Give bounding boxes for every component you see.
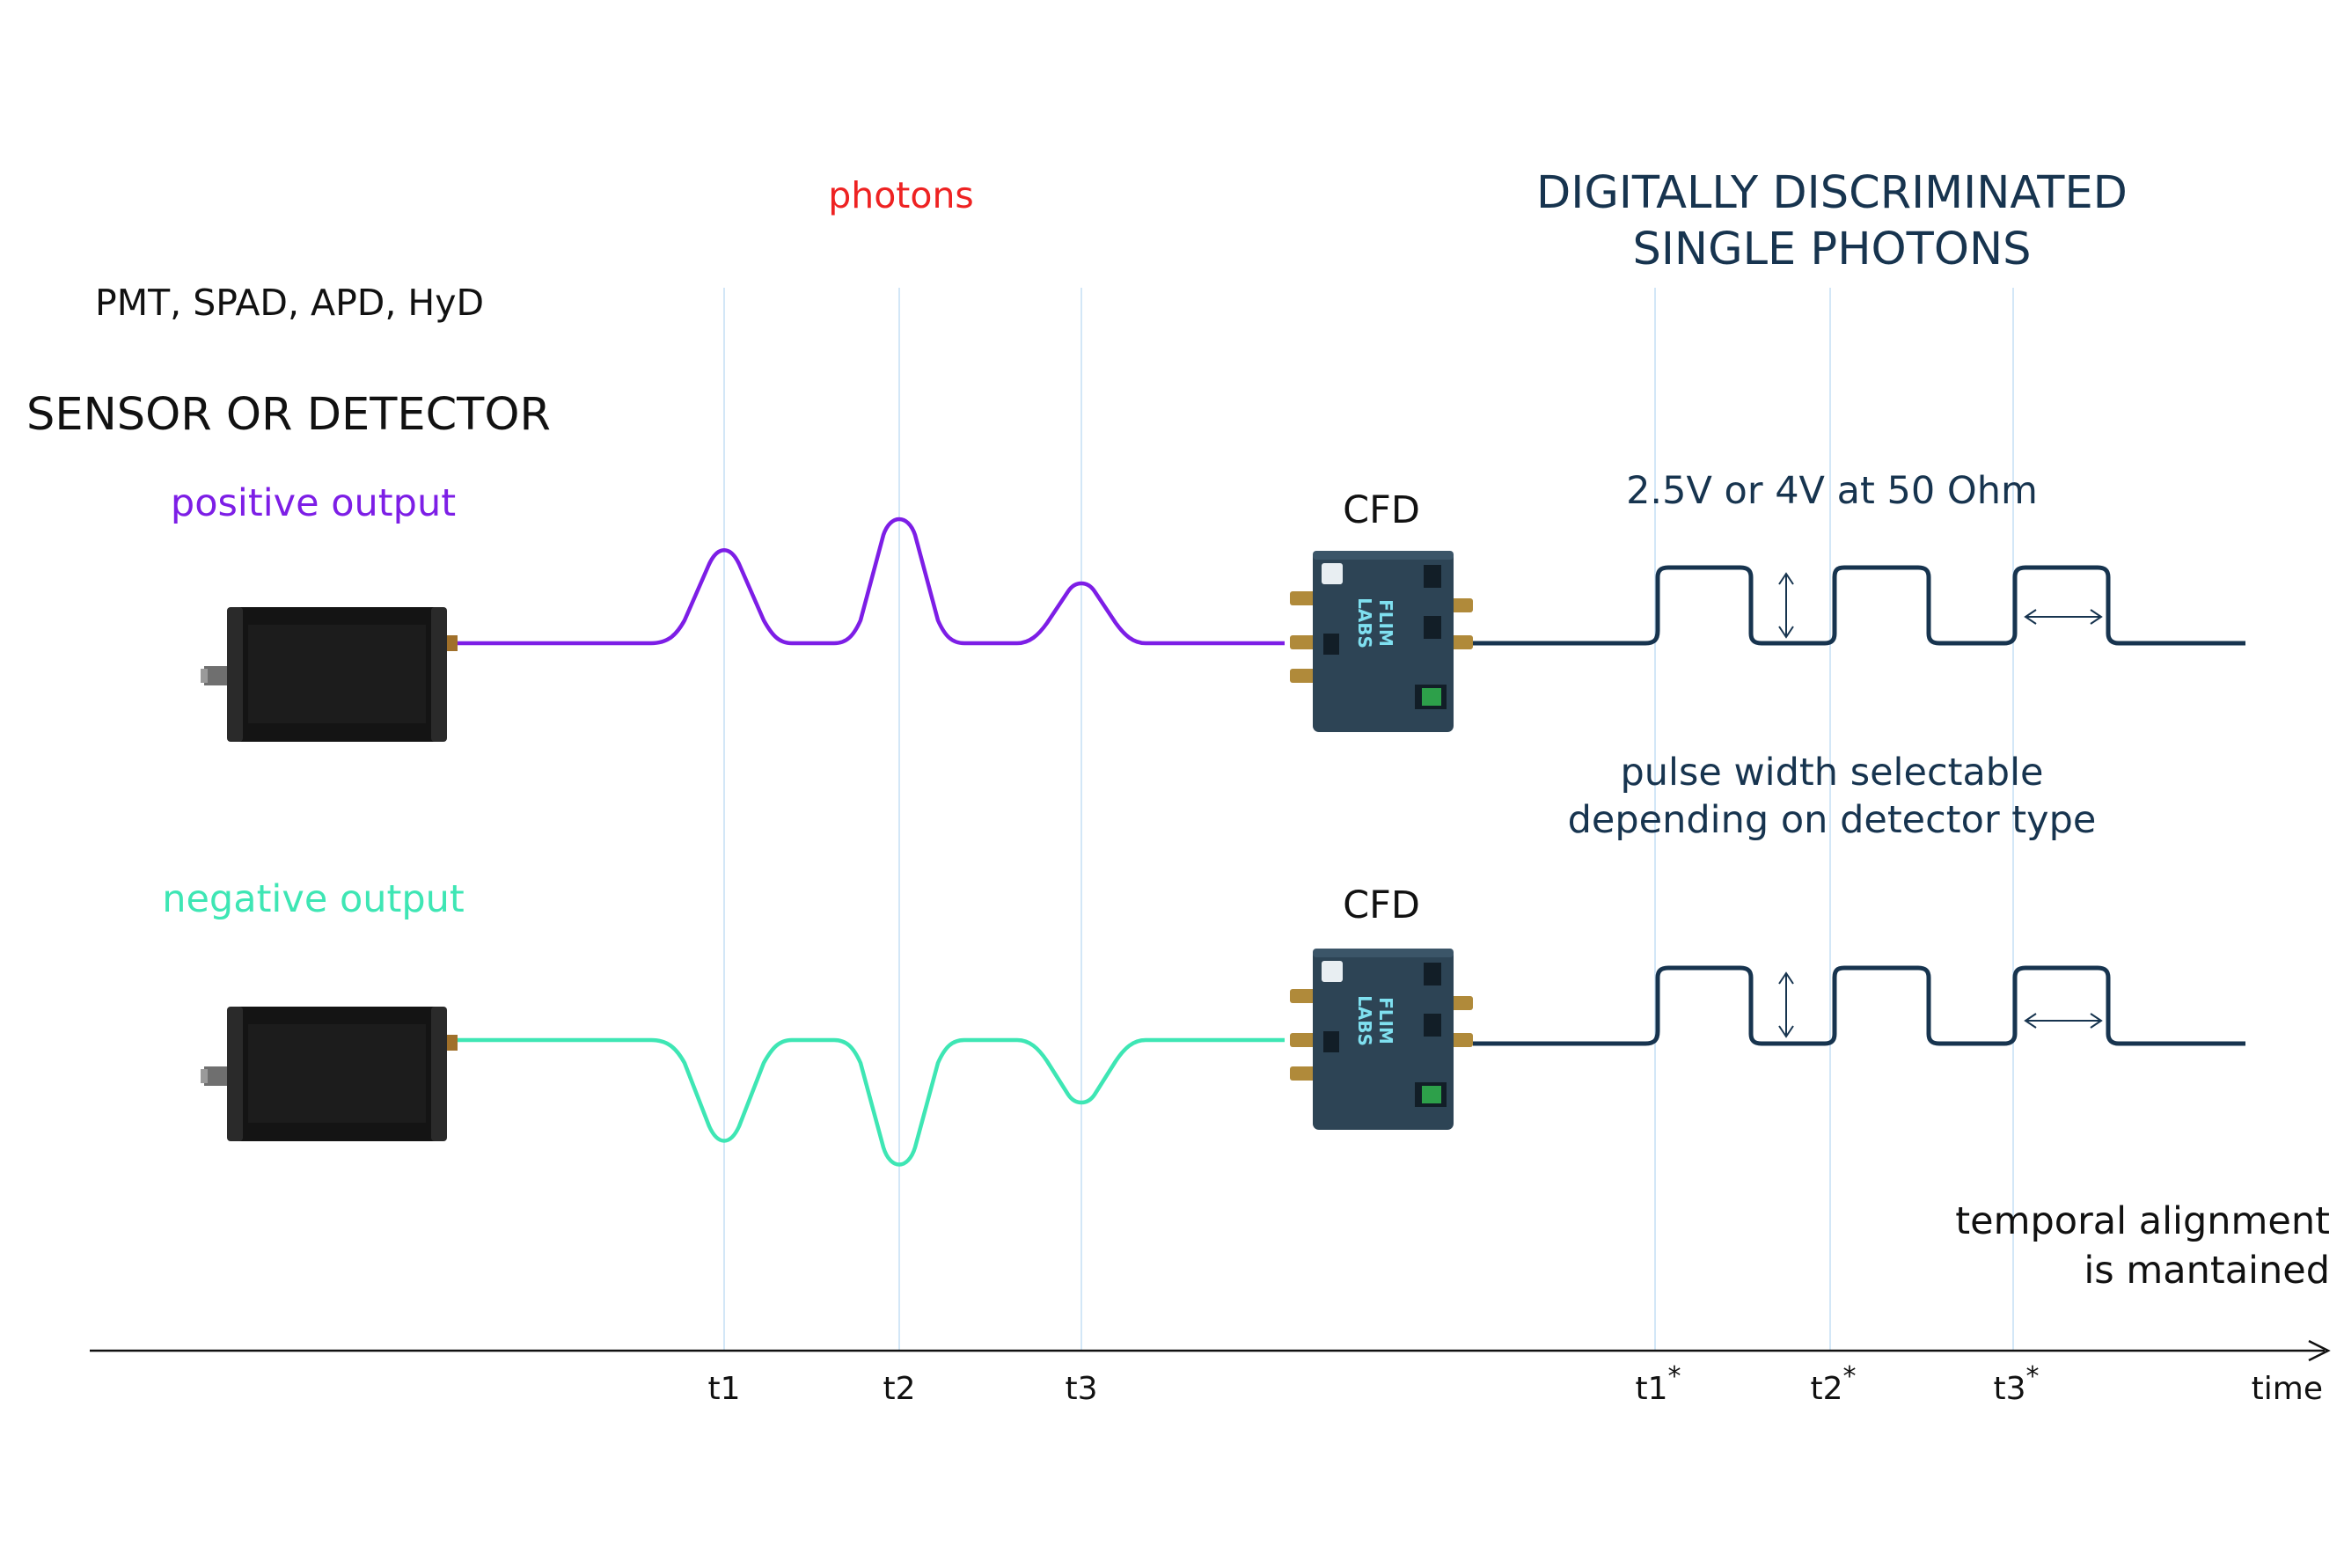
tick-t1: t1 bbox=[707, 1371, 740, 1407]
width-arrow-negative bbox=[2024, 1013, 2103, 1029]
detector-signal-connector bbox=[447, 1035, 458, 1051]
positive-output-label: positive output bbox=[171, 481, 456, 525]
tick-t3-star: t3 bbox=[1993, 1371, 2025, 1407]
detector-flange-left bbox=[227, 1007, 243, 1141]
detector-flange-right bbox=[431, 1007, 447, 1141]
cfd-terminal-green bbox=[1422, 1086, 1441, 1103]
cfd-unit-negative: FLIM LABS bbox=[1290, 949, 1473, 1130]
tick-t1-star: t1 bbox=[1635, 1371, 1667, 1407]
cfd-unit-positive: FLIM LABS bbox=[1290, 551, 1473, 732]
negative-output-signal bbox=[458, 1037, 1285, 1167]
cfd-tag bbox=[1322, 563, 1343, 584]
cfd-brand-line2: LABS bbox=[1354, 597, 1375, 648]
detector-flange-right bbox=[431, 607, 447, 742]
cfd-connector bbox=[1290, 989, 1320, 1003]
positive-output-signal bbox=[458, 517, 1285, 646]
output-title-line1: DIGITALLY DISCRIMINATED bbox=[1536, 167, 2128, 219]
detector-power-connector bbox=[204, 666, 227, 685]
detector-flange-left bbox=[227, 607, 243, 742]
tick-t3-star-mark: * bbox=[2026, 1361, 2040, 1392]
detector-power-cap bbox=[201, 669, 208, 683]
cfd-connector bbox=[1290, 669, 1320, 683]
pulse-width-line2: depending on detector type bbox=[1568, 798, 2097, 842]
cfd-switch bbox=[1424, 616, 1441, 639]
detector-panel bbox=[248, 625, 426, 723]
cfd-top-edge bbox=[1313, 551, 1454, 560]
tick-t1-star-mark: * bbox=[1668, 1361, 1681, 1392]
cfd-label-positive: CFD bbox=[1343, 488, 1420, 532]
time-axis-label: time bbox=[2252, 1371, 2323, 1407]
cfd-connector bbox=[1290, 591, 1320, 605]
amplitude-arrow-positive bbox=[1778, 572, 1794, 639]
sensor-title: SENSOR OR DETECTOR bbox=[26, 389, 551, 441]
detector-power-cap bbox=[201, 1069, 208, 1083]
cfd-switch bbox=[1323, 1031, 1339, 1052]
cfd-brand-line1: FLIM bbox=[1375, 997, 1396, 1044]
width-arrow-positive bbox=[2024, 609, 2103, 625]
digital-output-signal-negative bbox=[1473, 965, 2245, 1046]
negative-output-label: negative output bbox=[162, 877, 465, 921]
cfd-connector bbox=[1290, 1066, 1320, 1081]
digital-output-signal-positive bbox=[1473, 565, 2245, 646]
cfd-connector bbox=[1290, 1033, 1320, 1047]
cfd-switch bbox=[1424, 1014, 1441, 1037]
cfd-brand-line1: FLIM bbox=[1375, 599, 1396, 647]
detector-panel bbox=[248, 1024, 426, 1123]
output-title-line2: SINGLE PHOTONS bbox=[1633, 223, 2032, 275]
tick-t2: t2 bbox=[883, 1371, 915, 1407]
cfd-connector bbox=[1290, 635, 1320, 649]
detector-power-connector bbox=[204, 1066, 227, 1086]
pulse-width-line1: pulse width selectable bbox=[1620, 751, 2043, 795]
cfd-switch bbox=[1424, 565, 1441, 588]
cfd-switch bbox=[1424, 963, 1441, 985]
detector-negative bbox=[201, 1007, 458, 1141]
time-axis-arrowhead bbox=[2308, 1339, 2331, 1362]
cfd-switch bbox=[1323, 634, 1339, 655]
time-guides bbox=[723, 288, 2014, 1351]
detector-types: PMT, SPAD, APD, HyD bbox=[95, 282, 484, 324]
cfd-terminal-green bbox=[1422, 688, 1441, 706]
photons-label: photons bbox=[828, 174, 974, 216]
tick-t2-star: t2 bbox=[1810, 1371, 1842, 1407]
amplitude-arrow-negative bbox=[1778, 971, 1794, 1038]
alignment-line1: temporal alignment bbox=[1955, 1199, 2330, 1243]
tick-t2-star-mark: * bbox=[1843, 1361, 1857, 1392]
tick-t3: t3 bbox=[1065, 1371, 1097, 1407]
detector-signal-connector bbox=[447, 635, 458, 651]
cfd-tag bbox=[1322, 961, 1343, 982]
detector-positive bbox=[201, 607, 458, 742]
cfd-top-edge bbox=[1313, 949, 1454, 957]
cfd-brand-line2: LABS bbox=[1354, 995, 1375, 1046]
alignment-line2: is mantained bbox=[2084, 1249, 2330, 1293]
cfd-label-negative: CFD bbox=[1343, 883, 1420, 927]
voltage-annotation: 2.5V or 4V at 50 Ohm bbox=[1626, 469, 2038, 513]
